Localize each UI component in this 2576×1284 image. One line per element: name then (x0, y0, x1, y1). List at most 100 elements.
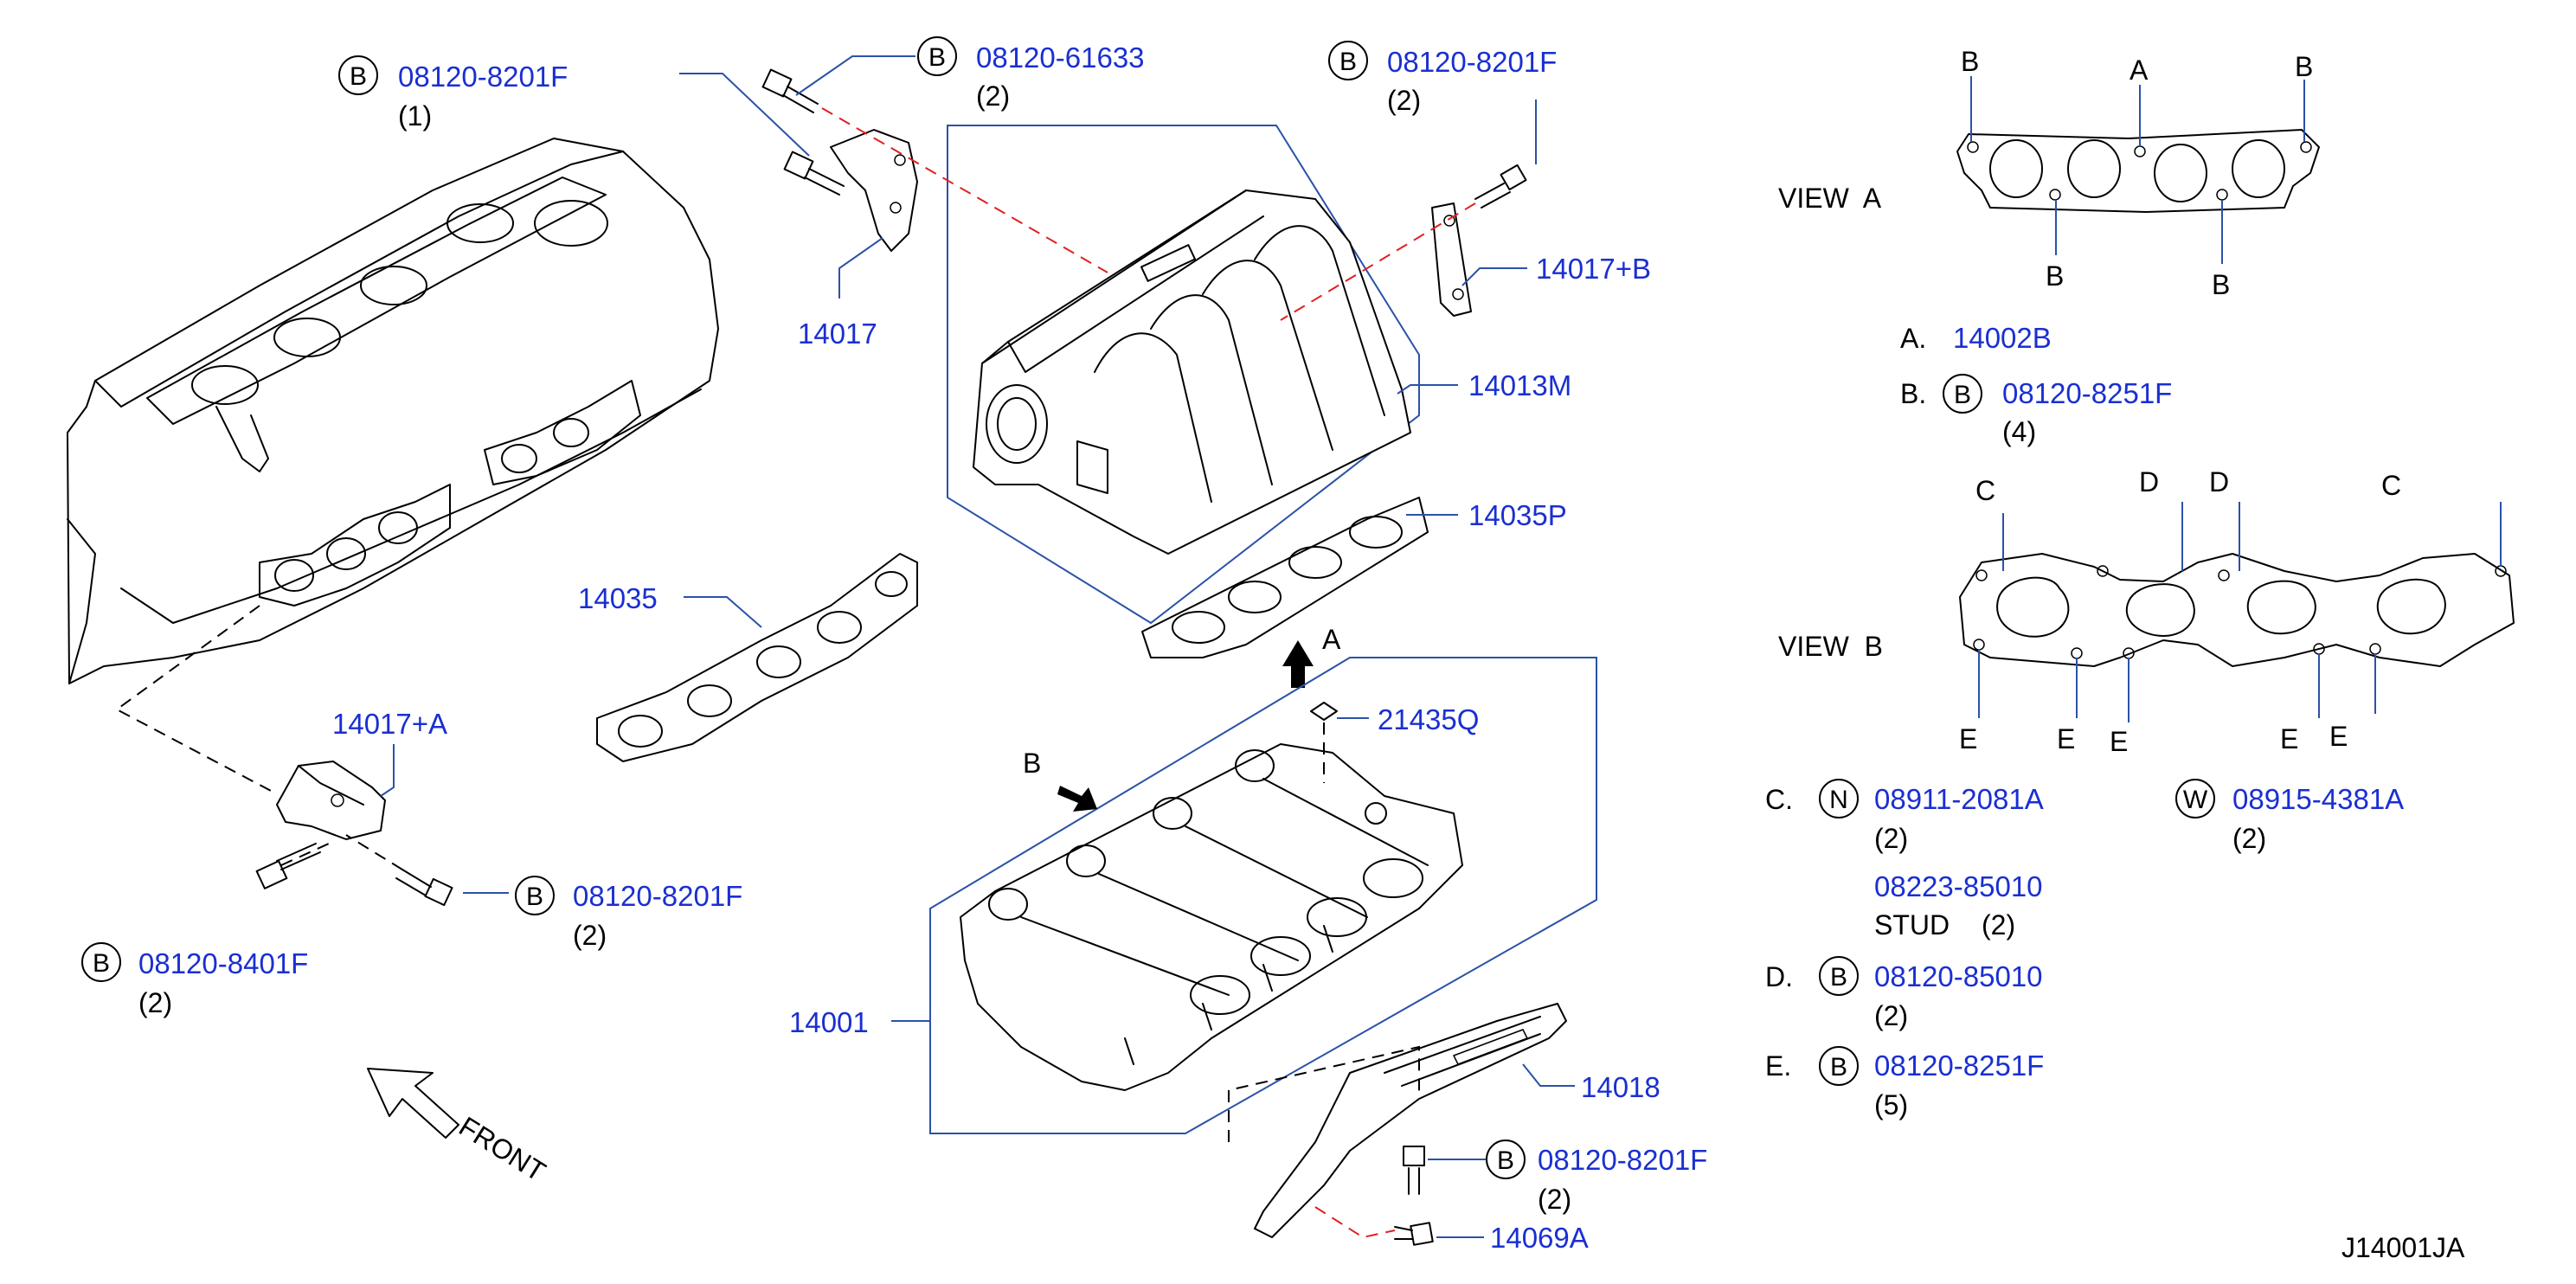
legend-key-d: D. (1765, 961, 1793, 992)
bolt-14017b (1474, 164, 1527, 209)
frame-14001 (929, 657, 1597, 1134)
symbol-b-circle (1328, 41, 1368, 80)
part-number-14069a[interactable]: 14069A (1490, 1222, 1589, 1254)
arrow-a-label: A (1322, 624, 1341, 655)
red-dashed-bottom (1314, 1206, 1396, 1239)
frame-14013m (947, 125, 1420, 625)
quantity: (1) (398, 100, 432, 132)
part-number-08120-8201f[interactable]: 08120-8201F (1387, 46, 1557, 78)
view-a-title: VIEW A (1778, 183, 1882, 214)
bracket-14017b (1431, 202, 1472, 317)
part-number-08120-85010[interactable]: 08120-85010 (1874, 960, 2043, 992)
symbol-w: W (2183, 786, 2208, 814)
part-number-14017b[interactable]: 14017+B (1536, 253, 1651, 285)
part-number-21435q[interactable]: 21435Q (1378, 703, 1479, 735)
symbol-b: B (1497, 1146, 1514, 1175)
red-dashed-14017b (1280, 202, 1476, 321)
part-number-14035[interactable]: 14035 (578, 582, 658, 614)
symbol-n: N (1829, 786, 1848, 814)
plug-21435q (1310, 702, 1338, 721)
arrow-a-shape (1282, 640, 1314, 688)
view-a-callout: B (1961, 46, 1979, 77)
part-number-14017a[interactable]: 14017+A (332, 708, 447, 740)
bolt-14069a (1394, 1222, 1434, 1246)
part-number-08120-8251f[interactable]: 08120-8251F (1874, 1050, 2044, 1082)
heat-shield-14018 (1254, 1003, 1567, 1238)
bracket-14017a (276, 761, 386, 840)
symbol-b: B (928, 43, 946, 72)
part-number-08120-8201f[interactable]: 08120-8201F (573, 880, 742, 912)
quantity: (2) (138, 987, 172, 1018)
bolt-8401f (255, 843, 321, 889)
symbol-b: B (526, 883, 543, 911)
quantity: (2) (976, 80, 1010, 112)
view-b-gasket (1959, 502, 2515, 722)
part-number-14018[interactable]: 14018 (1581, 1071, 1661, 1103)
symbol-b: B (1339, 48, 1357, 76)
quantity: (2) (1538, 1184, 1571, 1215)
part-number-08120-8201f[interactable]: 08120-8201F (1538, 1144, 1707, 1176)
quantity: (5) (1874, 1089, 1908, 1120)
symbol-b: B (1954, 381, 1971, 409)
view-b-callout: E (2110, 726, 2128, 757)
symbol-b-circle (917, 36, 957, 76)
lower-intake-manifold (960, 743, 1463, 1091)
symbol-b-circle (515, 876, 555, 915)
view-b-callout: E (2057, 723, 2075, 754)
bolt-8201f-mid (395, 869, 453, 907)
quantity: (2) (1982, 909, 2015, 941)
view-b-callout: D (2139, 466, 2159, 498)
view-b-callout: E (2329, 721, 2348, 752)
view-b-callout: C (1975, 475, 1995, 506)
bracket-14017 (830, 129, 918, 252)
red-dashed-top (821, 107, 1108, 273)
symbol-b: B (93, 949, 110, 978)
part-number-14002b[interactable]: 14002B (1953, 322, 2052, 354)
front-arrow (367, 1068, 459, 1139)
part-number-08120-61633[interactable]: 08120-61633 (976, 42, 1145, 74)
symbol-w-circle (2175, 779, 2215, 819)
leader-lines (380, 55, 1575, 1238)
quantity: (2) (1387, 85, 1421, 116)
view-b-title: VIEW B (1778, 631, 1883, 662)
part-number-14001[interactable]: 14001 (789, 1006, 869, 1038)
symbol-b: B (1830, 1053, 1847, 1082)
symbol-b-circle (81, 942, 121, 982)
gasket-14035 (596, 553, 918, 762)
view-a-callout: B (2295, 51, 2313, 82)
legend-key-a: A. (1900, 323, 1926, 354)
symbol-b-circle (1819, 1046, 1859, 1086)
part-number-08120-8251f[interactable]: 08120-8251F (2002, 377, 2172, 409)
upper-intake-manifold (973, 189, 1411, 555)
view-a-gasket (1956, 76, 2320, 264)
bolt-top-1 (761, 68, 819, 113)
view-b-callout: E (2280, 723, 2298, 754)
view-b-callout: D (2209, 466, 2229, 498)
view-a-callout: A (2130, 55, 2149, 86)
legend-key-c: C. (1765, 784, 1793, 815)
bolt-top-2 (783, 151, 845, 196)
part-number-14035p[interactable]: 14035P (1468, 499, 1567, 531)
dashed-engine-bracket (115, 605, 273, 793)
quantity: (2) (1874, 1000, 1908, 1031)
part-number-08911-2081a[interactable]: 08911-2081A (1874, 783, 2044, 815)
diagram-id: J14001JA (2342, 1232, 2465, 1263)
engine-cylinder-head (67, 138, 719, 684)
view-a-callout: B (2212, 269, 2230, 300)
view-b-callout: E (1959, 723, 1977, 754)
part-number-08120-8401f[interactable]: 08120-8401F (138, 947, 308, 979)
view-a-callout: B (2046, 260, 2064, 292)
arrow-b-shape (1057, 786, 1097, 812)
part-number-08223-85010[interactable]: 08223-85010 (1874, 870, 2043, 902)
gasket-14035p (1141, 497, 1429, 658)
legend-key-b: B. (1900, 378, 1926, 409)
arrow-b-label: B (1023, 748, 1041, 779)
part-number-14013m[interactable]: 14013M (1468, 369, 1571, 401)
part-number-08120-8201f[interactable]: 08120-8201F (398, 61, 568, 93)
part-number-08915-4381a[interactable]: 08915-4381A (2232, 783, 2404, 815)
quantity: (4) (2002, 416, 2036, 447)
part-number-14017[interactable]: 14017 (798, 318, 877, 350)
legend-key-e: E. (1765, 1050, 1791, 1082)
symbol-b-circle (1943, 374, 1982, 414)
